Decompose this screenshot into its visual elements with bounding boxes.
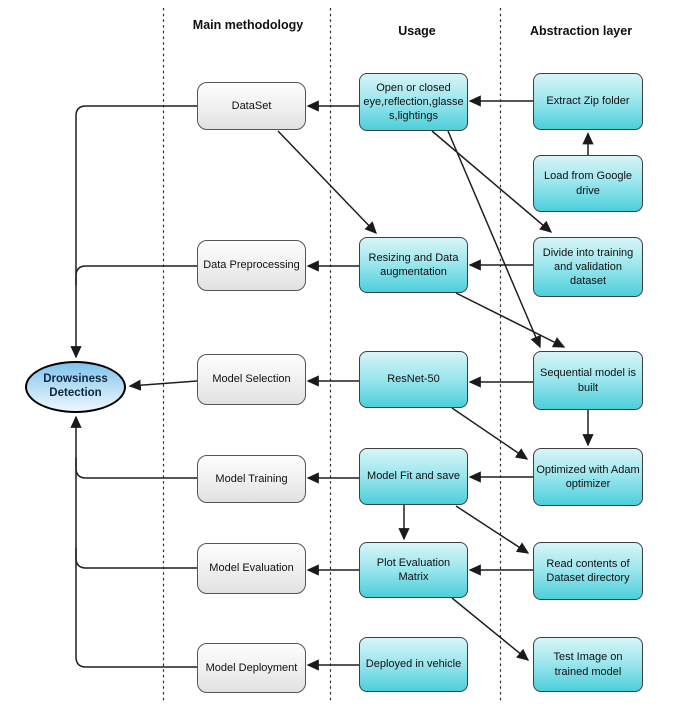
node-label: Load from Google drive <box>543 170 633 197</box>
node-label: Data Preprocessing <box>203 259 300 272</box>
edge-open-closed-to-sequential <box>447 130 541 349</box>
node-resnet50: ResNet-50 <box>359 351 468 408</box>
node-label: Deployed in vehicle <box>365 658 462 671</box>
node-label: Test Image on trained model <box>553 651 623 678</box>
node-load-google: Load from Google drive <box>533 155 643 212</box>
node-read-contents: Read contents of Dataset directory <box>533 542 643 600</box>
node-divide: Divide into training and validation data… <box>533 237 643 297</box>
node-data-preprocessing: Data Preprocessing <box>197 240 306 291</box>
node-optimized: Optimized with Adam optimizer <box>533 448 643 506</box>
edge-model-training-to-root <box>75 458 197 479</box>
node-extract-zip: Extract Zip folder <box>533 73 643 130</box>
node-model-fit: Model Fit and save <box>359 448 468 505</box>
node-plot-eval: Plot Evaluation Matrix <box>359 542 468 598</box>
node-label: Plot Evaluation Matrix <box>376 556 451 583</box>
edge-model-evaluation-to-root <box>75 548 197 569</box>
edge-dataset-to-resizing <box>277 130 377 235</box>
node-label: DataSet <box>231 99 272 112</box>
node-deployed: Deployed in vehicle <box>359 637 468 692</box>
node-open-closed: Open or closed eye,reflection,glasses,li… <box>359 73 468 131</box>
node-model-evaluation: Model Evaluation <box>197 543 306 594</box>
edge-data-preprocessing-to-root <box>75 265 197 285</box>
node-resizing: Resizing and Data augmentation <box>359 237 468 293</box>
column-header-usage: Usage <box>398 24 436 38</box>
node-label: Sequential model is built <box>539 367 636 394</box>
node-model-training: Model Training <box>197 455 306 503</box>
edge-dataset-to-root <box>70 105 197 359</box>
edge-plot-eval-to-test-image <box>451 597 530 661</box>
edge-resnet50-to-optimized <box>451 407 529 460</box>
edge-model-fit-to-read-contents <box>455 505 530 554</box>
column-header-methodology: Main methodology <box>192 18 304 32</box>
node-test-image: Test Image on trained model <box>533 637 643 692</box>
node-label: Read contents of Dataset directory <box>546 557 630 584</box>
node-label: Extract Zip folder <box>546 95 630 108</box>
node-model-deployment: Model Deployment <box>197 643 306 693</box>
node-label: ResNet-50 <box>387 373 440 386</box>
node-label: Model Training <box>215 472 288 485</box>
node-label: Model Evaluation <box>209 562 294 575</box>
column-header-abstraction: Abstraction layer <box>529 24 633 38</box>
edge-model-deployment-to-root <box>70 415 197 668</box>
node-label: Open or closed eye,reflection,glasses,li… <box>363 81 464 123</box>
edge-open-closed-to-divide <box>431 130 553 233</box>
node-drowsiness-detection: Drowsiness Detection <box>25 361 126 413</box>
node-label: Divide into training and validation data… <box>542 246 634 288</box>
edge-model-selection-to-root <box>128 379 198 391</box>
node-label: Model Deployment <box>205 661 298 674</box>
node-label: Resizing and Data augmentation <box>368 251 459 278</box>
node-label: Model Selection <box>212 373 291 386</box>
node-label: Optimized with Adam optimizer <box>536 463 640 490</box>
node-label: Model Fit and save <box>367 470 460 483</box>
node-sequential: Sequential model is built <box>533 351 643 410</box>
node-label: Drowsiness Detection <box>43 373 108 399</box>
edge-resizing-to-sequential <box>455 292 566 348</box>
node-model-selection: Model Selection <box>197 354 306 405</box>
node-dataset: DataSet <box>197 82 306 130</box>
